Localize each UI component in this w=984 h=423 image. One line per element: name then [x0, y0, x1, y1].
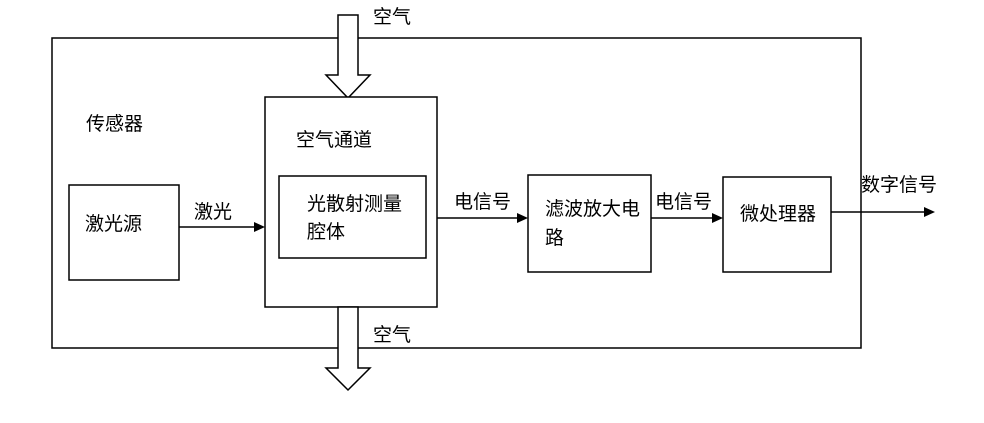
sensor-outer-box	[51, 37, 862, 349]
laser-source-box	[68, 184, 180, 281]
filter-amp-box	[527, 174, 652, 273]
mcu-label: 微处理器	[740, 203, 817, 225]
mcu-box	[722, 176, 832, 273]
connector-arrows	[179, 207, 935, 232]
scatter-chamber-box	[278, 175, 427, 259]
laser-arrow-head	[254, 222, 265, 232]
signal-arrow-2-head	[712, 213, 723, 223]
air-channel-label: 空气通道	[296, 129, 373, 151]
digital-signal-label: 数字信号	[861, 174, 938, 196]
sensor-label: 传感器	[86, 113, 144, 135]
signal-label-1: 电信号	[454, 191, 512, 213]
scatter-chamber-label: 光散射测量腔体	[307, 193, 403, 243]
air-out-label: 空气	[373, 324, 412, 346]
filter-amp-label: 滤波放大电路	[545, 198, 641, 249]
laser-arrow-label: 激光	[194, 201, 233, 223]
air-in-label: 空气	[373, 6, 412, 28]
air-inlet-arrow	[324, 14, 372, 100]
laser-source-label: 激光源	[85, 213, 143, 235]
air-channel-box	[264, 96, 438, 308]
digital-arrow-head	[924, 207, 935, 217]
signal-arrow-1-head	[517, 213, 528, 223]
signal-label-2: 电信号	[655, 191, 713, 213]
air-outlet-arrow	[324, 306, 372, 392]
